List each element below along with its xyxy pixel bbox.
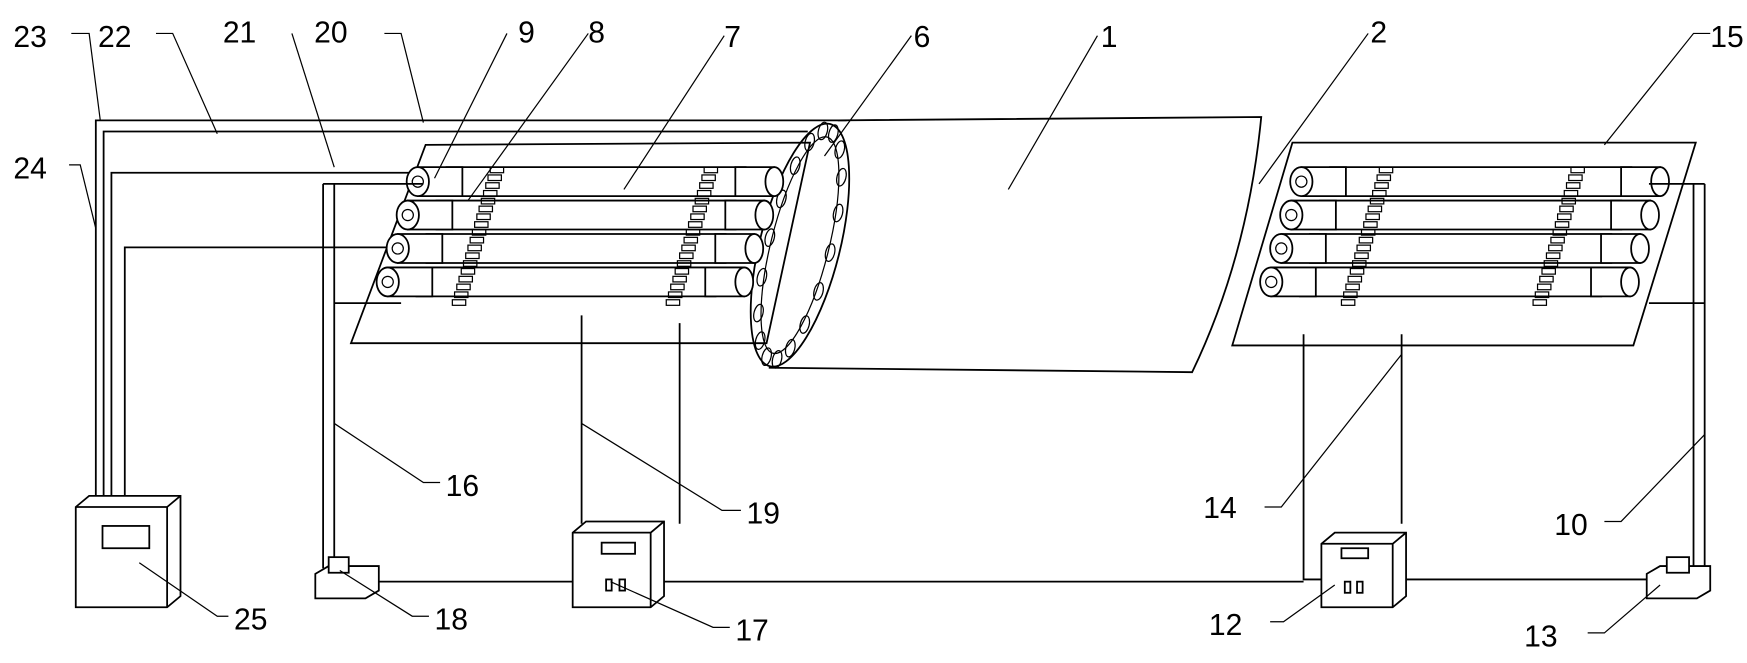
- label-20: 20: [314, 16, 347, 49]
- left-chain-belt: [665, 166, 719, 306]
- controller-25: [74, 494, 182, 609]
- left-roller: [375, 266, 755, 298]
- right-roller: [1269, 233, 1650, 264]
- leader-lines: [69, 32, 1711, 634]
- label-13: 13: [1524, 620, 1557, 653]
- label-21: 21: [223, 16, 256, 49]
- label-7: 7: [724, 21, 741, 54]
- reference-labels: 23 22 21 20 9 8 7 6 1 2 15 24 16 19 14 1…: [13, 16, 1743, 653]
- label-16: 16: [446, 470, 479, 503]
- label-6: 6: [914, 21, 931, 54]
- label-18: 18: [435, 604, 468, 637]
- label-10: 10: [1554, 509, 1587, 542]
- drive-box-17: [571, 520, 665, 609]
- right-roller-plate: [1231, 141, 1697, 347]
- base-18: [314, 556, 380, 600]
- label-9: 9: [518, 16, 535, 49]
- label-24: 24: [13, 152, 46, 185]
- right-chain-belt: [1340, 166, 1394, 306]
- right-roller: [1259, 266, 1640, 298]
- right-roller: [1279, 199, 1660, 231]
- label-15: 15: [1710, 21, 1743, 54]
- left-roller: [405, 166, 785, 198]
- left-roller-plate: [349, 141, 812, 345]
- label-14: 14: [1203, 492, 1236, 525]
- main-cylinder: [749, 116, 1263, 374]
- label-2: 2: [1370, 16, 1387, 49]
- right-chain-belt: [1532, 166, 1585, 306]
- supports: [322, 182, 1706, 583]
- left-roller: [395, 199, 775, 231]
- right-roller: [1289, 166, 1670, 198]
- label-17: 17: [735, 615, 768, 648]
- base-13: [1645, 556, 1712, 600]
- left-chain-belt: [451, 166, 505, 306]
- label-1: 1: [1101, 21, 1118, 54]
- label-12: 12: [1209, 609, 1242, 642]
- label-19: 19: [746, 498, 779, 531]
- label-22: 22: [98, 21, 131, 54]
- label-8: 8: [588, 16, 605, 49]
- label-25: 25: [234, 604, 267, 637]
- control-wires: [94, 119, 847, 500]
- left-roller: [385, 233, 765, 264]
- label-23: 23: [13, 21, 46, 54]
- drive-box-12: [1320, 531, 1407, 609]
